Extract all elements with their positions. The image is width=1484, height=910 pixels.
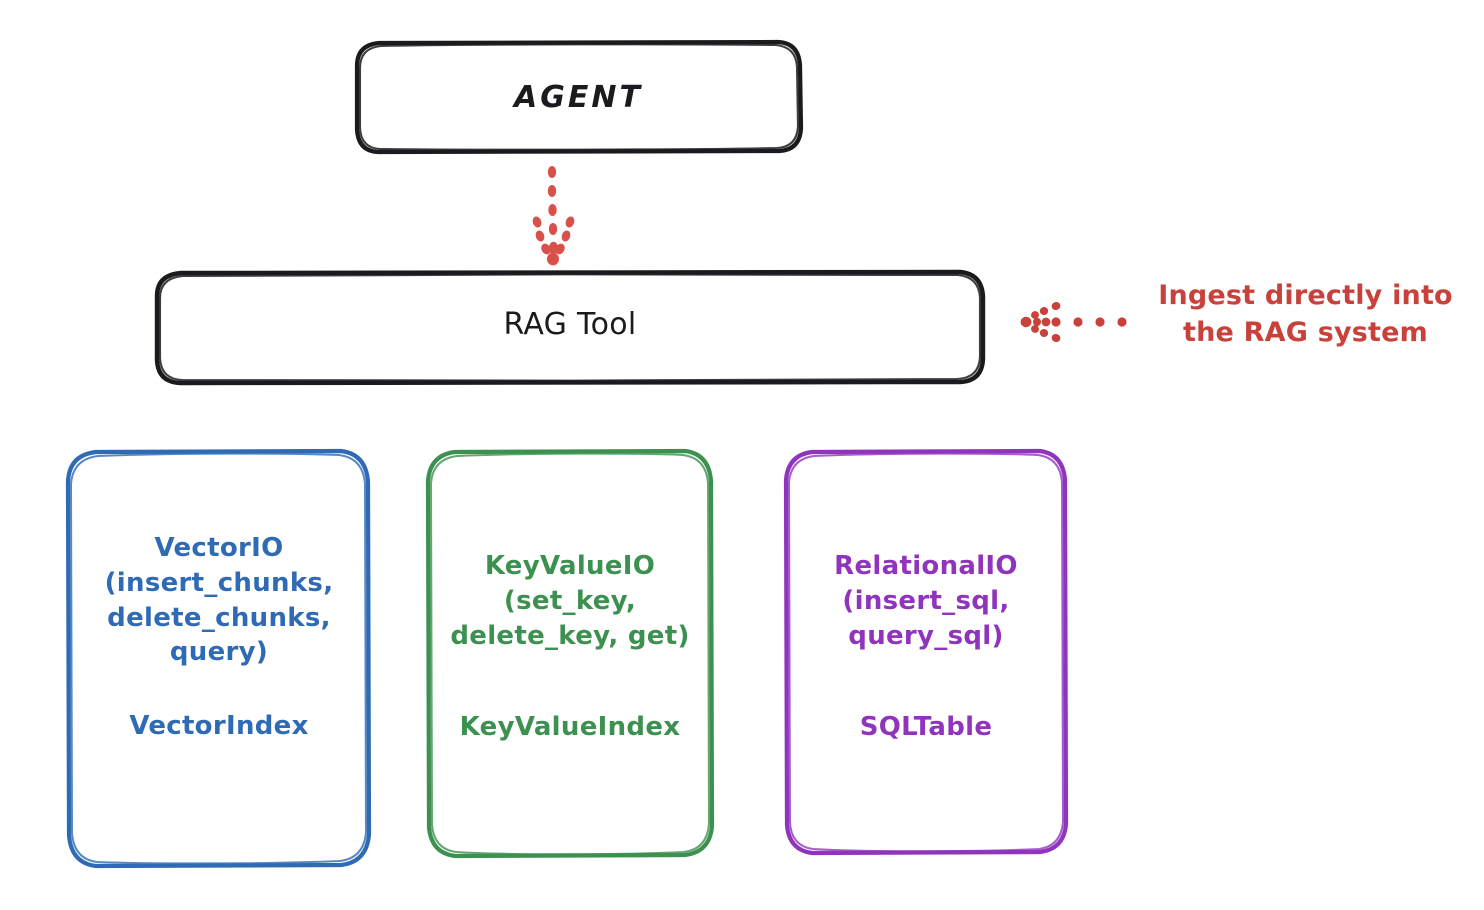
relational-io-box-outline (783, 448, 1069, 856)
agent-box-sketch-stroke (358, 43, 800, 151)
agent-box-outline (354, 39, 804, 155)
ingest-annotation-label: Ingest directly into the RAG system (1158, 280, 1453, 348)
vector-io-box-outline (65, 448, 372, 869)
relational-io-node[interactable] (783, 448, 1069, 856)
rag-tool-box-sketch-stroke (158, 273, 982, 382)
agent-to-rag-connector (532, 166, 575, 266)
vector-io-box-sketch-stroke (70, 452, 367, 865)
annotation-to-rag-connector (1020, 301, 1127, 343)
rag-tool-box-outline (154, 269, 986, 386)
agent-node[interactable] (354, 39, 804, 155)
rag-tool-node[interactable] (154, 269, 986, 386)
key-value-io-box-sketch-stroke (430, 452, 710, 856)
key-value-io-node[interactable] (425, 448, 715, 859)
vector-io-node[interactable] (65, 448, 372, 869)
relational-io-box-sketch-stroke (788, 452, 1064, 853)
key-value-io-box-outline (425, 448, 715, 859)
